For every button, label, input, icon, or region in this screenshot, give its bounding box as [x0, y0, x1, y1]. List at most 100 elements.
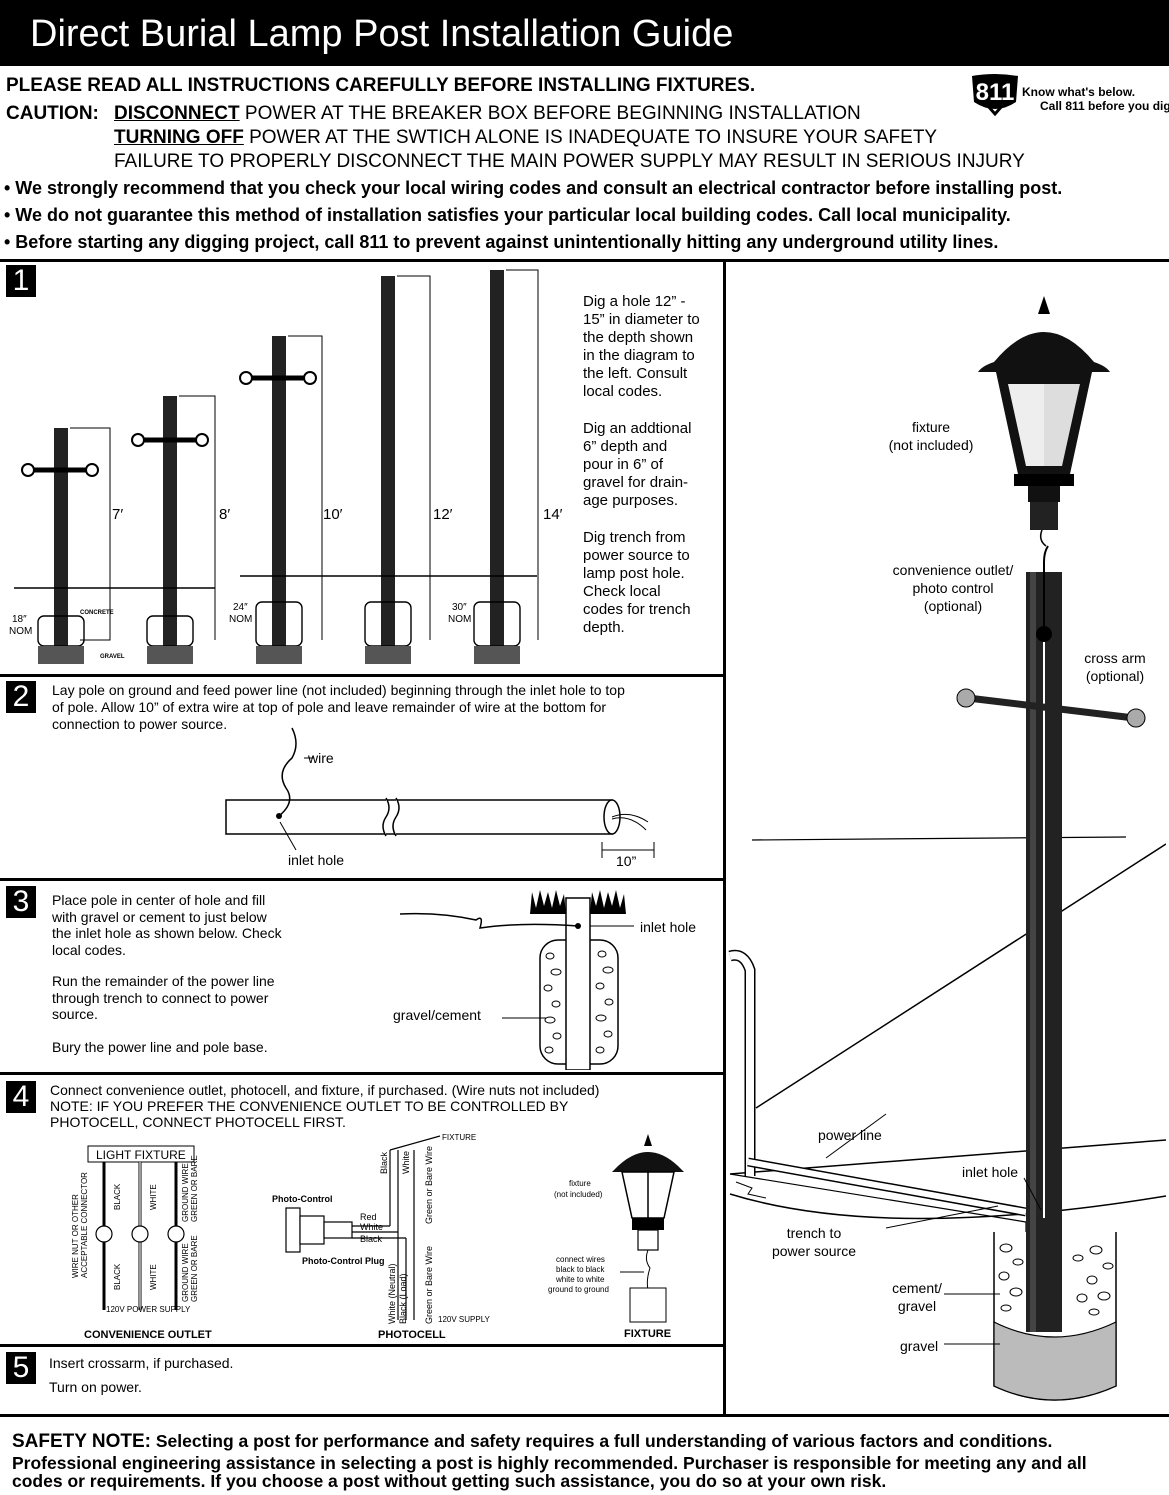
safety-line-1: SAFETY NOTE: Selecting a post for perfor…	[12, 1431, 1052, 1452]
step-2-line: Lay pole on ground and feed power line (…	[52, 682, 625, 698]
white-upper: WHITE	[149, 1184, 158, 1210]
step-1-p1-line: local codes.	[583, 383, 663, 400]
posts	[54, 270, 504, 648]
right-cement-label: cement/ gravel	[884, 1279, 950, 1315]
right-trench-line: trench to	[786, 1225, 842, 1241]
step-1-p2-line: gravel for drain-	[583, 474, 689, 491]
caution-line-1: DISCONNECT POWER AT THE BREAKER BOX BEFO…	[114, 103, 861, 125]
step-3-para-1: Place pole in center of hole and fill wi…	[52, 892, 314, 958]
right-gravel-label: gravel	[900, 1338, 939, 1354]
step-4-number: 4	[6, 1081, 36, 1113]
step-1-p3-line: power source to	[583, 547, 690, 564]
wiring-diagram: LIGHT FIXTURE WIRE NUT OR OTHER ACCEPTAB…	[71, 1133, 684, 1341]
step-1-p2-line: pour in 6” of	[583, 456, 664, 473]
light-fixture-box-label: LIGHT FIXTURE	[96, 1148, 186, 1162]
lamp-post-illustration	[728, 296, 1166, 1401]
safety-line-3: codes or requirements. If you choose a p…	[12, 1471, 887, 1491]
right-cement-line: cement/	[892, 1280, 942, 1296]
caution-line-2-text: POWER AT THE SWTICH ALONE IS INADEQUATE …	[243, 127, 938, 148]
step-2-number: 2	[6, 681, 36, 713]
dimension-lines	[70, 269, 539, 641]
right-cross-arm-line: cross arm	[1084, 650, 1146, 666]
right-power-line-label: power line	[818, 1127, 882, 1143]
black-wire-label: Black	[360, 1234, 383, 1244]
frame-vertical-divider	[723, 262, 726, 1414]
concrete-footing	[993, 1232, 1117, 1401]
gravel-stones	[543, 950, 614, 1054]
step-1-p1-line: Dig a hole 12” -	[583, 293, 686, 310]
step-1-para-3: Dig trench from power source to lamp pos…	[583, 529, 719, 637]
ground-lines	[14, 575, 537, 589]
connect-line-3: white to white	[555, 1275, 605, 1284]
header-bar	[0, 0, 1169, 66]
safety-label: SAFETY NOTE:	[12, 1431, 151, 1452]
step-4-line: PHOTOCELL, CONNECT PHOTOCELL FIRST.	[50, 1114, 346, 1130]
right-trench-label: trench to power source	[764, 1224, 864, 1260]
step-1-p1-line: the depth shown	[583, 329, 694, 346]
white-vertical-label: White	[401, 1151, 411, 1174]
caution-line-1-text: POWER AT THE BREAKER BOX BEFORE BEGINNIN…	[239, 103, 861, 124]
fixture-note-1: fixture	[569, 1179, 591, 1188]
concrete-label: CONCRETE	[80, 610, 114, 616]
pole	[1026, 545, 1062, 1332]
step-2-text: Lay pole on ground and feed power line (…	[52, 682, 625, 733]
right-fixture-label: fixture (not included)	[878, 418, 984, 454]
cross-arms	[30, 375, 308, 473]
wire-nuts	[95, 1225, 185, 1243]
step-1-para-2: Dig an addtional 6” depth and pour in 6”…	[583, 420, 719, 510]
depth-18-nom: NOM	[9, 626, 32, 637]
step-1-p2-line: 6” depth and	[583, 438, 668, 455]
black-load-label: Black (Load)	[398, 1273, 408, 1324]
disconnect-keyword: DISCONNECT	[114, 103, 240, 124]
connect-line-2: black to black	[556, 1265, 605, 1274]
step-3-p1-line: Place pole in center of hole and fill	[52, 892, 266, 908]
bullet-2: • We do not guarantee this method of ins…	[4, 205, 1011, 225]
white-wire-label: White	[360, 1222, 383, 1232]
divider-step-1-2	[0, 674, 724, 677]
logo-tagline-2: Call 811 before you dig.	[1040, 99, 1169, 113]
fixture-note-2: (not included)	[554, 1190, 603, 1199]
height-12: 12′	[433, 506, 453, 523]
depth-30: 30″	[452, 602, 467, 613]
step-3-p1-line: the inlet hole as shown below. Check	[52, 925, 282, 941]
frame-bottom-rule	[0, 1414, 1169, 1417]
depth-30-nom: NOM	[448, 614, 471, 625]
right-trench-line: power source	[771, 1243, 857, 1259]
logo-number: 811	[976, 79, 1015, 106]
white-neutral-label: White (Neutral)	[387, 1263, 397, 1324]
step-2-line: connection to power source.	[52, 716, 228, 732]
step-3-p2-line: Run the remainder of the power line	[52, 973, 275, 989]
trench-ground	[729, 836, 1166, 1252]
right-cement-line: gravel	[897, 1298, 937, 1314]
green-bare-upper: Green or Bare Wire	[424, 1146, 434, 1224]
cross-arm-balls	[21, 371, 317, 477]
step-1-number: 1	[6, 265, 36, 297]
red-wire-label: Red	[360, 1212, 377, 1222]
connect-line-4: ground to ground	[548, 1285, 609, 1294]
convenience-outlet-label: CONVENIENCE OUTLET	[84, 1329, 212, 1341]
step-5-number: 5	[6, 1352, 36, 1384]
turning-off-keyword: TURNING OFF	[114, 127, 244, 148]
safety-line-2: Professional engineering assistance in s…	[12, 1453, 1087, 1473]
step-4-line: NOTE: IF YOU PREFER THE CONVENIENCE OUTL…	[50, 1098, 569, 1114]
step-1-p2-line: Dig an addtional	[583, 420, 692, 437]
conduit-pipe	[728, 949, 1027, 1217]
step-1-p3-line: Dig trench from	[583, 529, 686, 546]
step-1-p3-line: depth.	[583, 619, 625, 636]
wire-nut-label-1: WIRE NUT OR OTHER	[71, 1194, 80, 1278]
black-lower: BLACK	[113, 1263, 122, 1290]
wire-label: wire	[307, 750, 334, 766]
step-4-text: Connect convenience outlet, photocell, a…	[50, 1082, 599, 1130]
gravel-label: GRAVEL	[100, 654, 125, 660]
caution-label: CAUTION:	[6, 103, 99, 124]
step-3-number: 3	[6, 886, 36, 918]
step-1-p1-line: 15” in diameter to	[583, 311, 700, 328]
height-8: 8′	[219, 506, 230, 523]
page-title: Direct Burial Lamp Post Installation Gui…	[30, 13, 734, 55]
caution-line-2: TURNING OFF POWER AT THE SWTICH ALONE IS…	[114, 127, 937, 149]
step-3-p1-line: with gravel or cement to just below	[52, 908, 267, 925]
bullet-3: • Before starting any digging project, c…	[4, 232, 999, 252]
right-cross-arm-label: cross arm (optional)	[1076, 649, 1154, 685]
step-3-para-3: Bury the power line and pole base.	[52, 1039, 268, 1055]
right-cross-arm-line: (optional)	[1085, 668, 1145, 684]
